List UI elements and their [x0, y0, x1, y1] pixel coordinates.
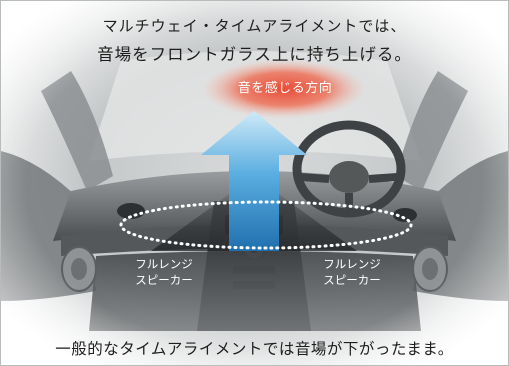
direction-label: 音を感じる方向 [237, 81, 333, 96]
caption-line-1: マルチウェイ・タイムアライメントでは、 [102, 17, 407, 35]
speaker-label-left: フルレンジ スピーカー [119, 256, 209, 288]
sound-direction-glow [202, 59, 366, 119]
bottom-caption: 一般的なタイムアライメントでは音場が下がったまま。 [55, 340, 454, 358]
caption-line-2: 音場をフロントガラス上に持ち上げる。 [97, 45, 412, 64]
up-arrow-icon [201, 111, 307, 251]
speaker-label-right: フルレンジ スピーカー [307, 256, 397, 288]
speaker-right-line2: スピーカー [323, 273, 381, 287]
speaker-left-line2: スピーカー [135, 273, 193, 287]
speaker-left-line1: フルレンジ [135, 257, 193, 271]
speaker-right-line1: フルレンジ [323, 257, 381, 271]
sound-field-ellipse [119, 200, 413, 250]
